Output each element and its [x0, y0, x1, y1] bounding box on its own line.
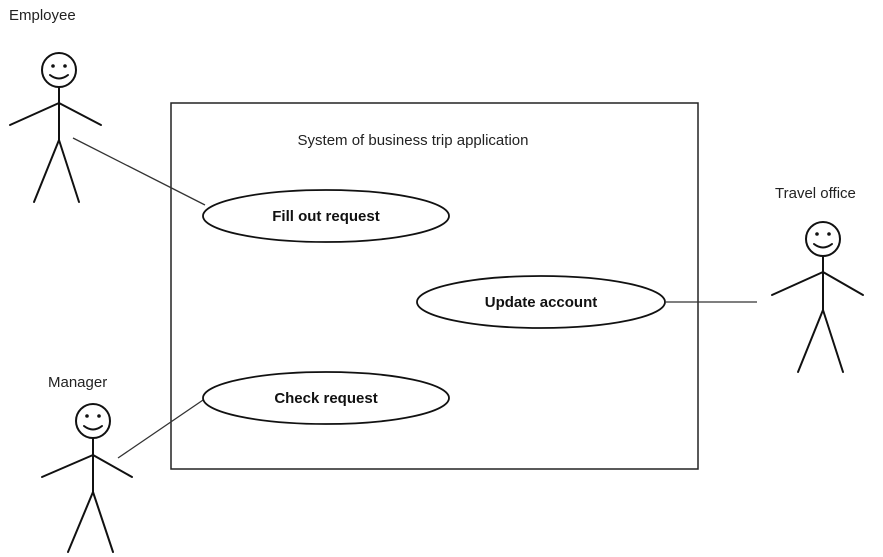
use-case-update-account: Update account	[416, 275, 666, 329]
association-employee-fill-out	[72, 137, 206, 206]
manager-head	[75, 403, 111, 439]
use-case-check-request: Check request	[202, 371, 450, 425]
employee-head	[41, 52, 77, 88]
actor-manager	[41, 403, 133, 553]
actor-employee-label: Employee	[9, 7, 76, 24]
use-case-fill-out-request: Fill out request	[202, 189, 450, 243]
system-title: System of business trip application	[298, 132, 529, 149]
association-manager-check-request	[117, 397, 207, 459]
actor-employee	[9, 52, 102, 203]
use-case-check-request-label: Check request	[274, 390, 377, 407]
travel-office-head	[805, 221, 841, 257]
system-boundary	[170, 102, 699, 470]
actor-travel-office-label: Travel office	[775, 185, 856, 202]
actor-travel-office	[771, 221, 864, 373]
use-case-fill-out-label: Fill out request	[272, 208, 380, 225]
use-case-update-account-label: Update account	[485, 294, 598, 311]
actor-manager-label: Manager	[48, 374, 107, 391]
